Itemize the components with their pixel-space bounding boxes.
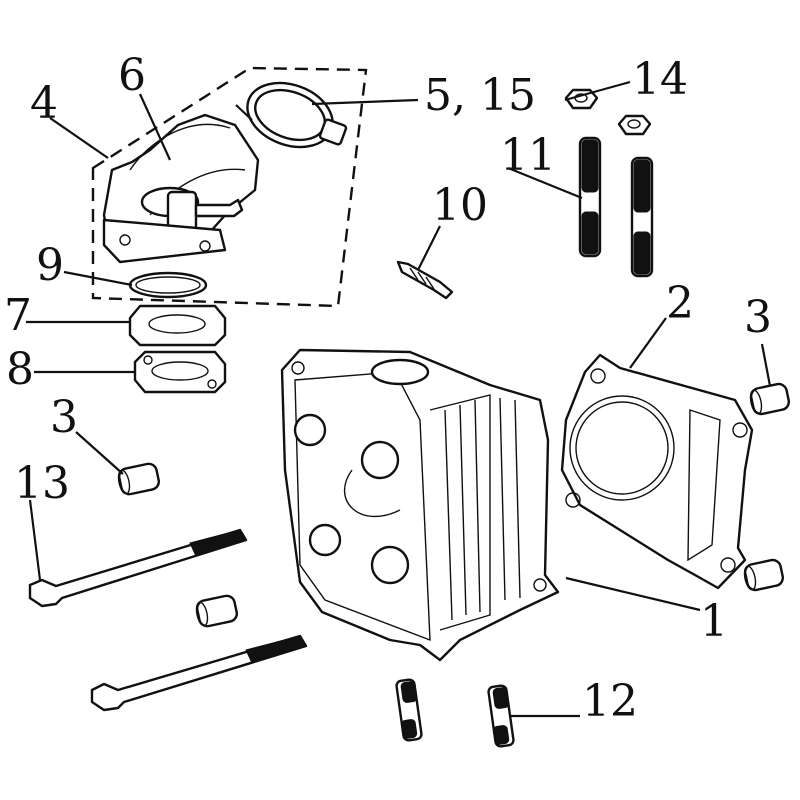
callout-11: 11 [500, 130, 556, 181]
intake-group-outline [91, 66, 368, 308]
callout-8: 8 [6, 344, 34, 395]
dowel-pins [117, 382, 791, 628]
insulator-block [128, 304, 227, 347]
callout-6: 6 [118, 50, 146, 101]
spark-plug [396, 260, 454, 300]
callout-14: 14 [632, 54, 688, 105]
callout-labels: 4 6 5, 15 14 11 10 9 7 8 2 3 3 13 1 12 [4, 50, 772, 727]
callout-1: 1 [700, 596, 728, 647]
callout-13: 13 [14, 458, 70, 509]
callout-5-15: 5, 15 [424, 70, 536, 121]
callout-4: 4 [30, 78, 58, 129]
cylinder-head [280, 348, 560, 662]
callout-7: 7 [4, 290, 32, 341]
intake-assembly-group [91, 66, 368, 308]
cooling-fins [429, 394, 521, 631]
callout-3-left: 3 [50, 392, 78, 443]
callout-10: 10 [432, 180, 488, 231]
head-gasket [560, 353, 754, 590]
callout-3-right: 3 [744, 292, 772, 343]
studs-upper [578, 136, 654, 278]
callout-2: 2 [666, 278, 694, 329]
leader-lines [26, 80, 772, 718]
studs-lower [395, 678, 515, 748]
callout-12: 12 [582, 676, 638, 727]
callout-9: 9 [36, 240, 64, 291]
intake-gasket [133, 350, 227, 394]
hose-clamp [235, 81, 348, 149]
long-bolts [28, 528, 308, 712]
flange-nuts [564, 88, 652, 136]
intake-manifold [102, 113, 260, 264]
